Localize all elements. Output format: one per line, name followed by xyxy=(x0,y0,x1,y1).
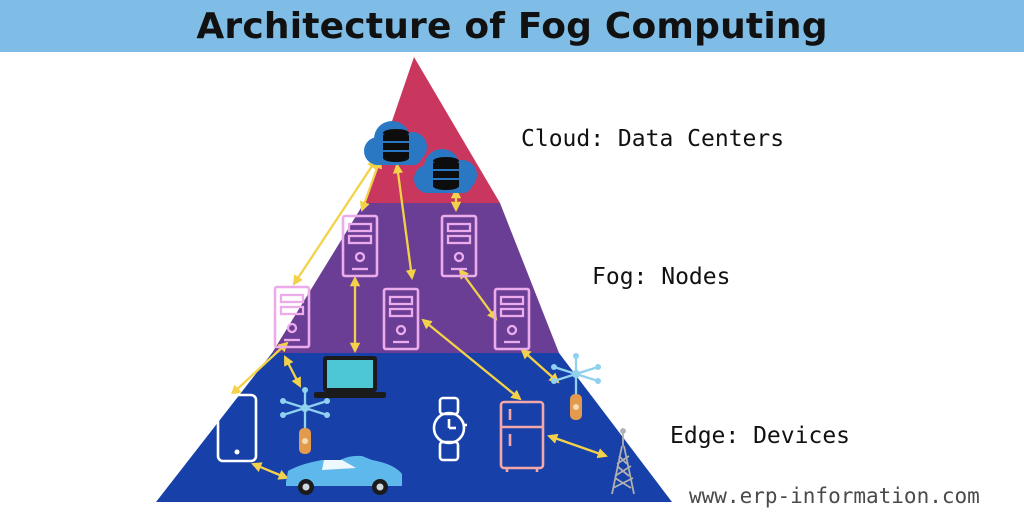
cloud-layer-label: Cloud: Data Centers xyxy=(521,126,785,152)
edge-layer-label: Edge: Devices xyxy=(670,423,851,449)
watermark: www.erp-information.com xyxy=(689,484,980,508)
tablet-icon xyxy=(216,393,258,463)
page-title: Architecture of Fog Computing xyxy=(196,5,828,47)
title-bar: Architecture of Fog Computing xyxy=(0,0,1024,52)
car-icon xyxy=(286,455,402,495)
smartwatch-icon xyxy=(432,396,467,462)
refrigerator-icon xyxy=(499,400,545,472)
laptop-icon xyxy=(314,356,386,398)
cell-tower-icon xyxy=(611,428,635,495)
edge-layer xyxy=(156,353,672,502)
connection-arrows xyxy=(230,158,608,480)
fog-layer-label: Fog: Nodes xyxy=(592,264,731,290)
